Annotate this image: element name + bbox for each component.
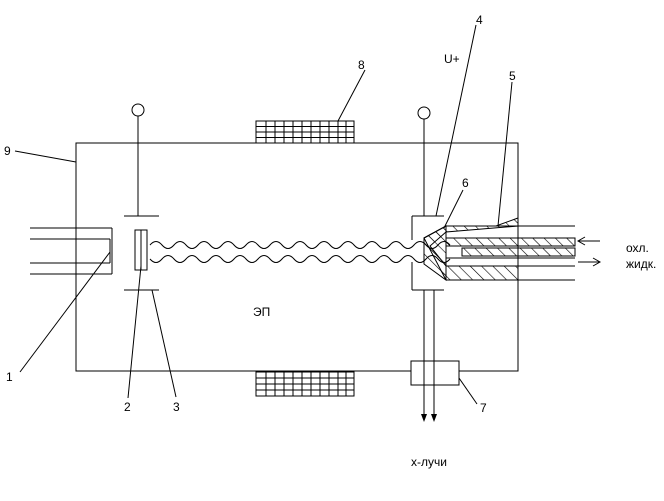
electron-beam-lower: [149, 255, 451, 263]
leader-lines: [14, 24, 513, 405]
label-ep: ЭП: [253, 305, 270, 319]
label-3: 3: [173, 400, 180, 414]
focusing-coil-bottom: [255, 371, 355, 397]
label-9: 9: [4, 144, 11, 158]
electron-beam-upper: [149, 241, 451, 249]
label-8: 8: [358, 58, 365, 72]
label-1: 1: [6, 370, 13, 384]
label-xrays: х-лучи: [411, 455, 447, 469]
label-coolant-2: жидк.: [626, 257, 656, 271]
focusing-coil-top: [255, 120, 355, 144]
tube-envelope: [75, 142, 519, 372]
xray-window: [410, 290, 460, 422]
label-5: 5: [509, 69, 516, 83]
label-coolant-1: охл.: [626, 241, 649, 255]
anode-target: [423, 217, 576, 281]
label-4: 4: [476, 13, 483, 27]
cathode-feed: [30, 227, 113, 275]
label-2: 2: [124, 400, 131, 414]
label-u-plus: U+: [444, 52, 460, 66]
label-6: 6: [462, 176, 469, 190]
label-7: 7: [480, 401, 487, 415]
coolant-arrows: [576, 236, 602, 267]
anode-electrode: [411, 106, 444, 291]
